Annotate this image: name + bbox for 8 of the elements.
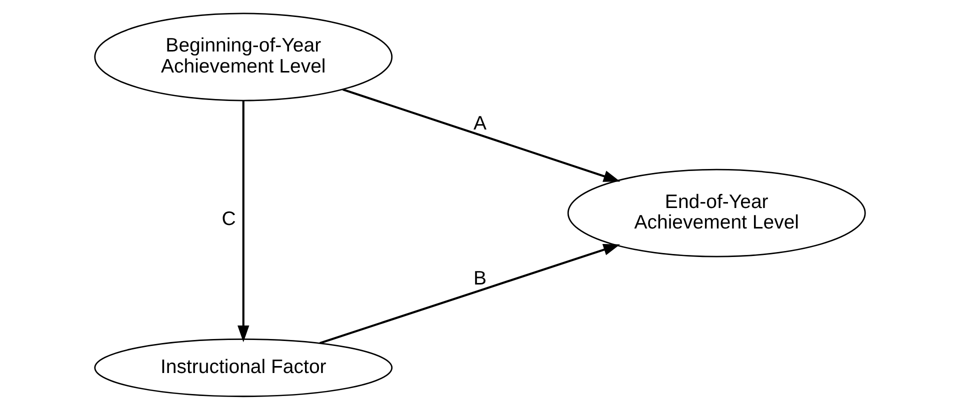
arrow bbox=[342, 88, 620, 182]
edge-label: A bbox=[474, 112, 487, 135]
node-ellipse: Instructional Factor bbox=[94, 338, 393, 398]
node-ellipse: Beginning-of-Year Achievement Level bbox=[94, 12, 393, 102]
arrow bbox=[238, 100, 250, 342]
arrow bbox=[320, 244, 620, 344]
edge-label: C bbox=[222, 208, 236, 230]
edge-label: B bbox=[474, 267, 487, 290]
